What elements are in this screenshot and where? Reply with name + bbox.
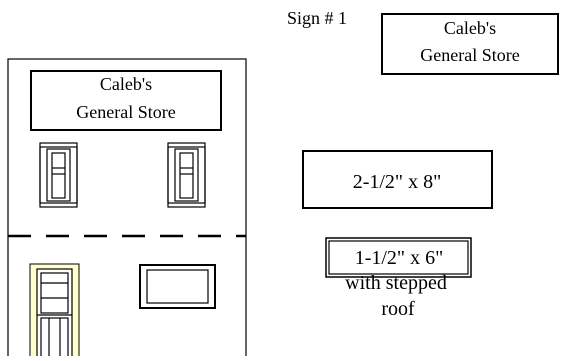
sign-1-box: Caleb's General Store [381, 13, 559, 75]
door [29, 263, 80, 360]
size-box-large: 2-1/2" x 8" [302, 150, 493, 209]
shop-window [139, 264, 216, 309]
size-box-small: 1-1/2" x 6" [325, 237, 472, 278]
sign-1-line2: General Store [420, 45, 519, 65]
facade-sign-line1: Caleb's [100, 74, 152, 94]
upper-window-right [167, 142, 206, 208]
building-facade: Caleb's General Store [7, 58, 247, 360]
upper-window-left [39, 142, 78, 208]
size-box-small-label: 1-1/2" x 6" [355, 247, 444, 269]
size-box-large-label: 2-1/2" x 8" [353, 171, 442, 193]
sign-number-label: Sign # 1 [287, 8, 347, 28]
facade-sign-line2: General Store [76, 102, 175, 122]
note-line1: with stepped [345, 272, 447, 294]
facade-sign: Caleb's General Store [30, 70, 222, 131]
note-line2: roof [381, 298, 415, 320]
sign-1-line1: Caleb's [444, 18, 496, 38]
